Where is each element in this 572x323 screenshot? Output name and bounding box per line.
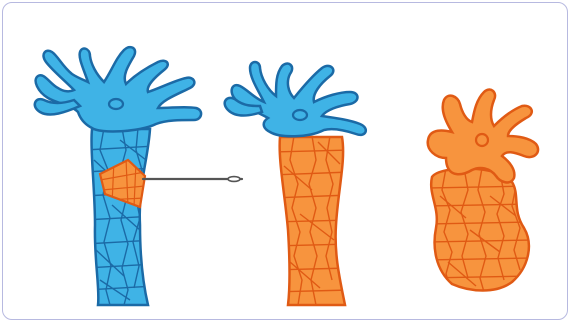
hydra-body-blue bbox=[92, 129, 150, 305]
needle bbox=[143, 177, 242, 182]
panel-regenerated-hydra bbox=[425, 90, 538, 292]
hydra-head-blue-2 bbox=[232, 62, 366, 136]
regenerated-mouth bbox=[476, 134, 488, 146]
panel-hydra-with-graft bbox=[35, 47, 242, 305]
hydra-mouth-2 bbox=[293, 110, 307, 120]
hydra-head-blue bbox=[36, 47, 201, 131]
panel-hydra-orange-body bbox=[225, 62, 366, 305]
hydra-mouth bbox=[109, 99, 123, 109]
